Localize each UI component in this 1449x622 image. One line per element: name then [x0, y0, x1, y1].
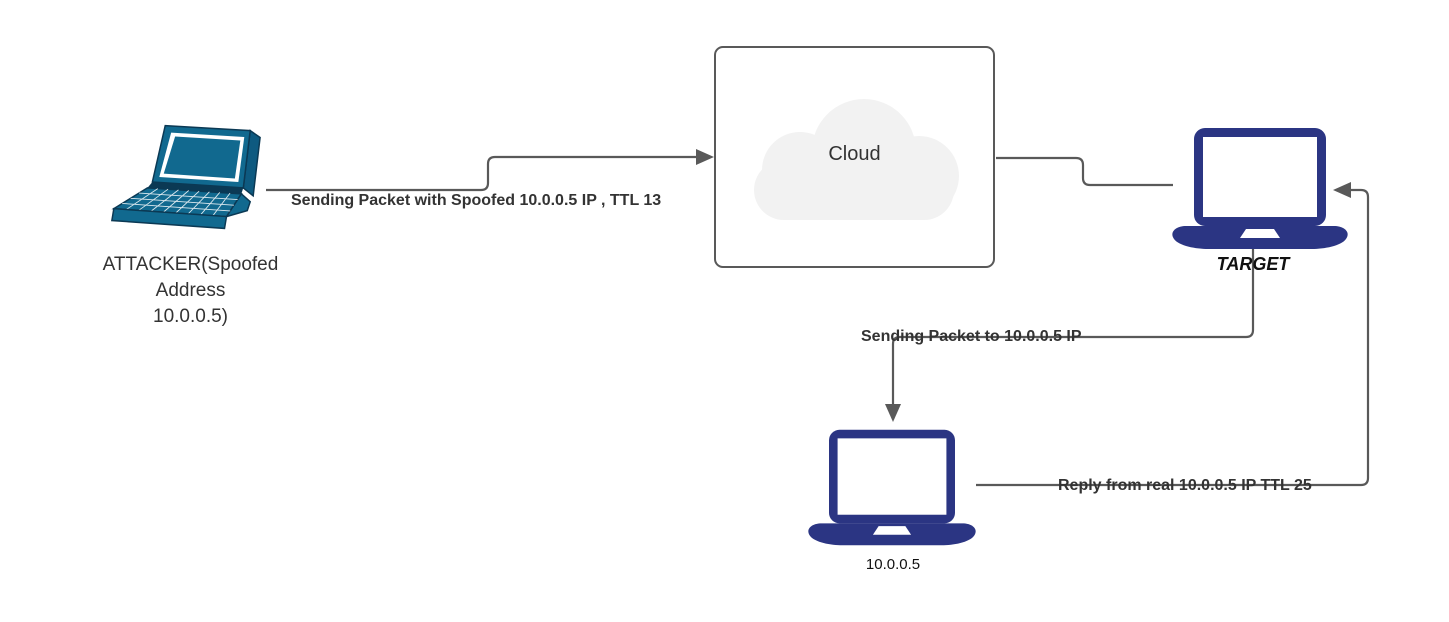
- edge-real-host-to-target: [976, 182, 1370, 487]
- real-host-node-label: 10.0.0.5: [865, 556, 921, 573]
- arrowhead-into-cloud: [696, 149, 714, 165]
- attacker-node-label: ATTACKER(Spoofed Address 10.0.0.5): [102, 254, 279, 327]
- attacker-laptop-icon: [110, 124, 261, 230]
- real-host-node: [808, 428, 976, 548]
- edge-label-sending-packet: Sending Packet to 10.0.0.5 IP: [861, 328, 1082, 345]
- edge-label-reply-packet: Reply from real 10.0.0.5 IP TTL 25: [1058, 477, 1312, 494]
- cloud-node-label: Cloud: [828, 143, 881, 165]
- edge-label-spoofed-packet: Sending Packet with Spoofed 10.0.0.5 IP …: [291, 192, 662, 209]
- arrowhead-into-real-host: [885, 404, 901, 422]
- edge-attacker-to-cloud: [266, 149, 714, 192]
- real-host-laptop-icon: [808, 429, 976, 546]
- target-node: [1172, 128, 1348, 250]
- edge-cloud-to-target: [996, 156, 1173, 187]
- attacker-node: [100, 124, 268, 236]
- edge-target-to-real-host: [885, 247, 1255, 422]
- cloud-container-box: [714, 46, 995, 268]
- target-laptop-icon: [1172, 128, 1348, 249]
- target-node-label: TARGET: [1216, 254, 1290, 274]
- cloud-icon: [754, 99, 959, 220]
- arrowhead-into-target: [1333, 182, 1351, 198]
